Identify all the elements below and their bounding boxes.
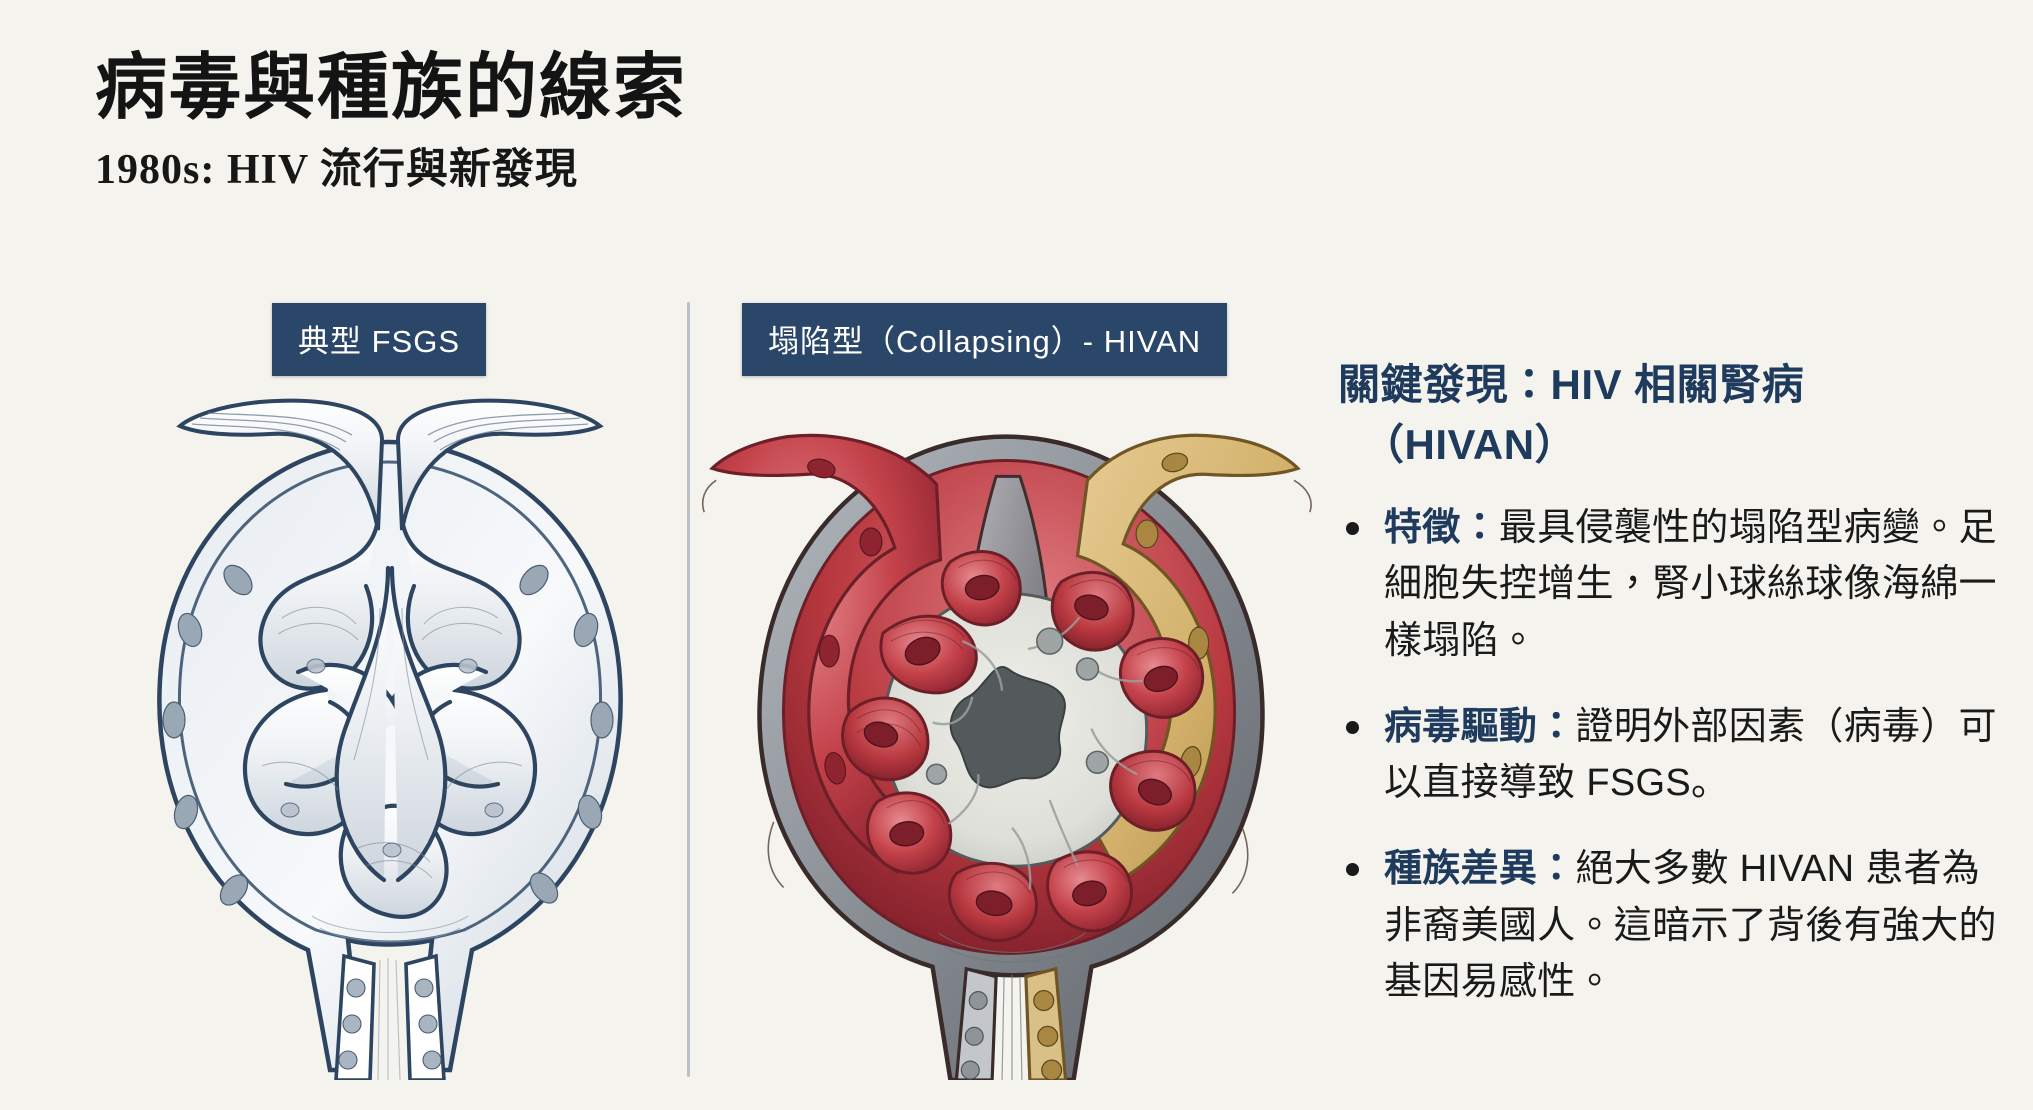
arteriole-pair (176, 398, 604, 531)
urinary-space-striations (311, 915, 469, 1080)
parietal-cell-nuclei (162, 564, 614, 906)
panel-heading-line1: 關鍵發現：HIV 相關腎病 (1338, 361, 1805, 408)
list-item: 種族差異：絕大多數 HIVAN 患者為非裔美國人。這暗示了背後有強大的基因易感性… (1338, 841, 1998, 1010)
tuft-cell-nuclei (280, 658, 504, 858)
arteriole-striations (191, 412, 589, 451)
list-item: 特徵：最具侵襲性的塌陷型病變。足細胞失控增生，腎小球絲球像海綿一樣塌陷。 (1338, 500, 1998, 669)
findings-list: 特徵：最具侵襲性的塌陷型病變。足細胞失控增生，腎小球絲球像海綿一樣塌陷。 病毒驅… (1338, 500, 1998, 1010)
bullet-lead: 種族差異： (1384, 848, 1576, 891)
column-divider (687, 302, 690, 1077)
panel-heading: 關鍵發現：HIV 相關腎病 （HIVAN） (1338, 355, 1998, 474)
capillary-tuft (242, 517, 538, 919)
obliterated-lumens (925, 627, 1110, 785)
arteriole-nuclei-red (807, 458, 883, 785)
page-title: 病毒與種族的線索 (95, 48, 688, 128)
tubule-cell-nuclei (338, 978, 442, 1070)
bullet-lead: 特徵： (1384, 507, 1499, 550)
classic-fsgs-glomerulus-illustration (130, 380, 650, 1080)
matrix-strands (932, 616, 1144, 890)
lobule-hatching (856, 559, 1200, 894)
bullet-text: 證明外部因素（病毒）可以直接導致 FSGS。 (1384, 705, 1997, 805)
bowmans-capsule-outline (157, 439, 623, 1073)
collapsing-hivan-glomerulus-illustration (700, 385, 1320, 1080)
slide-header: 病毒與種族的線索 1980s: HIV 流行與新發現 (95, 48, 1295, 195)
peripheral-wisps (701, 479, 1312, 894)
list-item: 病毒驅動：證明外部因素（病毒）可以直接導致 FSGS。 (1338, 699, 1998, 811)
bullet-lead: 病毒驅動： (1384, 705, 1576, 748)
key-findings-panel: 關鍵發現：HIV 相關腎病 （HIVAN） 特徵：最具侵襲性的塌陷型病變。足細胞… (1338, 355, 1998, 1040)
tubule-cell-nuclei-collapsing (960, 990, 1063, 1080)
podocyte-nuclei (863, 574, 1179, 917)
panel-heading-line2: （HIVAN） (1362, 420, 1578, 468)
bullet-text: 最具侵襲性的塌陷型病變。足細胞失控增生，腎小球絲球像海綿一樣塌陷。 (1384, 507, 1997, 662)
bullet-text: 絕大多數 HIVAN 患者為非裔美國人。這暗示了背後有強大的基因易感性。 (1384, 848, 1997, 1003)
page-subtitle: 1980s: HIV 流行與新發現 (95, 146, 578, 193)
tuft-shading (261, 606, 523, 879)
urinary-space-striations-collapsing (938, 932, 1086, 1080)
label-classic-fsgs: 典型 FSGS (272, 303, 487, 376)
figure-area: 典型 FSGS 塌陷型（Collapsing）- HIVAN (130, 302, 1320, 1080)
collapsed-capillary-lumen (949, 666, 1066, 789)
label-collapsing-hivan: 塌陷型（Collapsing）- HIVAN (742, 303, 1228, 376)
